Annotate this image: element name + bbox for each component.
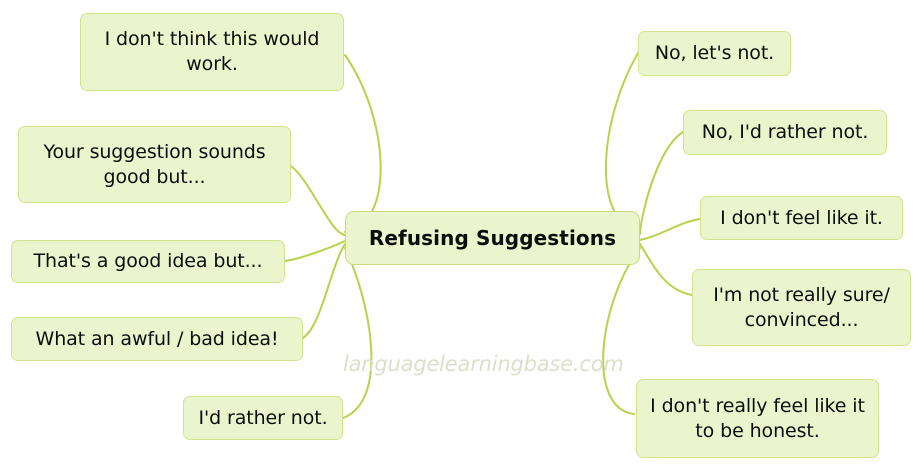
branch-node-label: I don't really feel like it to be honest… bbox=[650, 394, 865, 442]
connector-left-4 bbox=[302, 243, 346, 339]
connector-left-2 bbox=[290, 165, 346, 236]
connector-right-3 bbox=[639, 218, 701, 241]
connector-right-5 bbox=[602, 247, 641, 415]
branch-node-label: I'd rather not. bbox=[198, 406, 328, 429]
branch-node-label: What an awful / bad idea! bbox=[35, 327, 279, 350]
branch-node-right-3[interactable]: I don't feel like it. bbox=[700, 196, 903, 240]
branch-node-label: I'm not really sure/ convinced... bbox=[713, 283, 890, 331]
branch-node-left-5[interactable]: I'd rather not. bbox=[183, 396, 343, 440]
branch-node-left-3[interactable]: That's a good idea but... bbox=[11, 240, 285, 283]
branch-node-right-5[interactable]: I don't really feel like it to be honest… bbox=[636, 379, 879, 458]
branch-node-label: I don't feel like it. bbox=[720, 206, 883, 229]
connector-left-3 bbox=[284, 240, 346, 262]
branch-node-label: I don't think this would work. bbox=[104, 28, 320, 75]
branch-node-right-1[interactable]: No, let's not. bbox=[638, 31, 791, 76]
branch-node-left-1[interactable]: I don't think this would work. bbox=[80, 13, 344, 91]
branch-node-label: No, let's not. bbox=[654, 42, 775, 65]
branch-node-label: That's a good idea but... bbox=[33, 250, 263, 273]
branch-node-label: Your suggestion sounds good but... bbox=[43, 140, 266, 188]
branch-node-label: No, I'd rather not. bbox=[701, 121, 869, 144]
branch-node-left-4[interactable]: What an awful / bad idea! bbox=[11, 317, 303, 361]
center-node-label: Refusing Suggestions bbox=[368, 226, 617, 250]
branch-node-left-2[interactable]: Your suggestion sounds good but... bbox=[18, 126, 291, 203]
center-node[interactable]: Refusing Suggestions bbox=[345, 211, 640, 265]
connector-right-1 bbox=[605, 52, 641, 233]
connector-right-4 bbox=[639, 243, 693, 296]
branch-node-right-4[interactable]: I'm not really sure/ convinced... bbox=[692, 269, 911, 346]
connector-left-5 bbox=[342, 247, 373, 419]
connector-left-1 bbox=[344, 54, 382, 233]
connector-right-2 bbox=[639, 131, 684, 235]
branch-node-right-2[interactable]: No, I'd rather not. bbox=[683, 110, 887, 155]
watermark-text: languagelearningbase.com bbox=[343, 352, 624, 376]
